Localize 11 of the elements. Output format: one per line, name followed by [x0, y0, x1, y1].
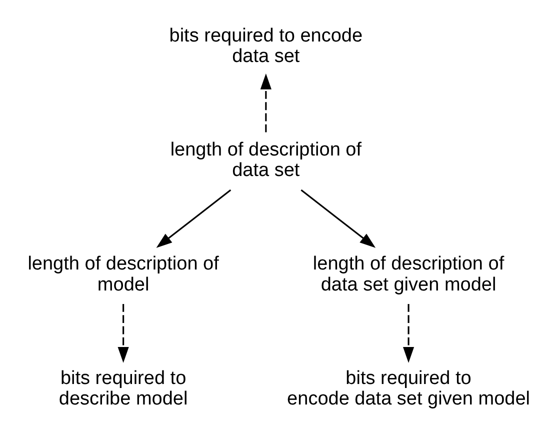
node-text: bits required to encode data set given model: [287, 367, 530, 409]
node-text: length of description of model: [28, 253, 219, 295]
node-text: length of description of data set given model: [312, 253, 504, 295]
arrow: [118, 304, 129, 362]
node-text: bits required to encode data set: [169, 24, 363, 67]
arrow: [156, 188, 232, 248]
arrow: [402, 304, 414, 362]
arrow: [260, 72, 272, 132]
node-text: length of description of data set: [170, 139, 362, 181]
node-text: bits required to describe model: [58, 367, 188, 409]
arrow: [300, 188, 376, 248]
